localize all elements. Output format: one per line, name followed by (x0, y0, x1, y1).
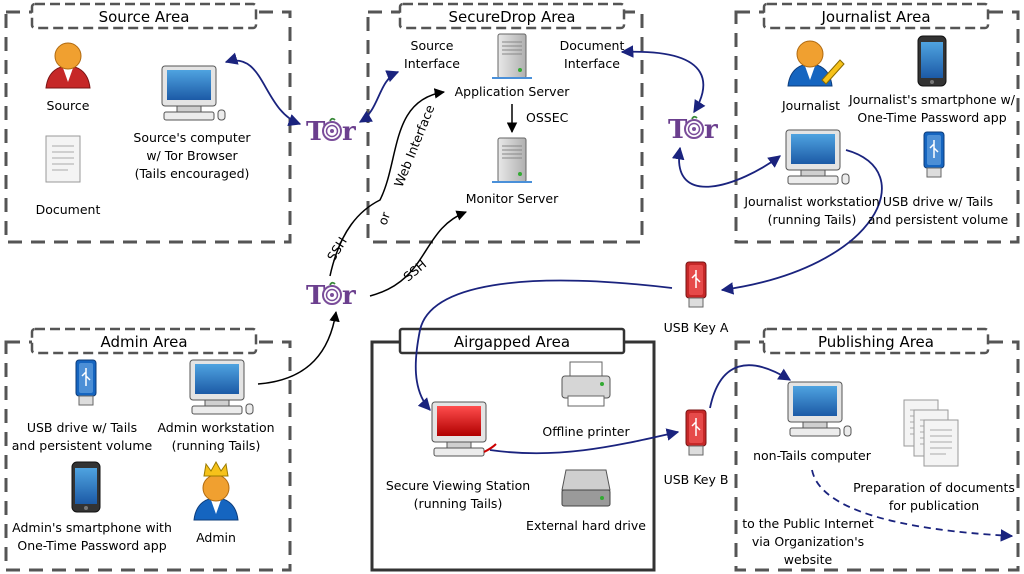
document-interface-label-1: Document (560, 38, 625, 53)
source-area-title: Source Area (99, 8, 190, 26)
document-icon (45, 135, 81, 183)
svs-label-2: (running Tails) (414, 496, 503, 511)
airgapped-area-title: Airgapped Area (454, 333, 570, 351)
admin-usb-label-1: USB drive w/ Tails (27, 420, 137, 435)
source-computer-label-3: (Tails encouraged) (135, 166, 250, 181)
usb-key-b-icon (685, 409, 707, 456)
application-server-icon (491, 33, 533, 79)
usb-key-a-icon (685, 261, 707, 308)
admin-smartphone-label-1: Admin's smartphone with (12, 520, 172, 535)
application-server-label: Application Server (455, 84, 571, 99)
tor-logo-icon-source (305, 116, 357, 148)
publishing-area-title: Publishing Area (818, 333, 934, 351)
preparation-label-1: Preparation of documents (853, 480, 1015, 495)
preparation-label-2: for publication (889, 498, 979, 513)
public-internet-label-2: via Organization's (752, 534, 864, 549)
journalist-usb-label-2: and persistent volume (868, 212, 1009, 227)
airgapped-area-box: Airgapped Area (370, 327, 656, 572)
secure-viewing-station-icon (431, 401, 497, 457)
external-hard-drive-label: External hard drive (526, 518, 646, 533)
monitor-server-label: Monitor Server (466, 191, 559, 206)
admin-person-icon (193, 460, 239, 521)
offline-printer-label: Offline printer (542, 424, 630, 439)
admin-workstation-label-2: (running Tails) (172, 438, 261, 453)
printer-icon (561, 361, 611, 407)
source-area-box: Source Area (4, 2, 292, 244)
document-label: Document (36, 202, 101, 217)
usb-key-a-label: USB Key A (664, 320, 729, 335)
source-interface-label-1: Source (411, 38, 454, 53)
admin-workstation-label-1: Admin workstation (157, 420, 274, 435)
document-interface-label-2: Interface (564, 56, 620, 71)
source-person-icon (45, 42, 91, 89)
securedrop-area-box: SecureDrop Area (366, 2, 644, 244)
monitor-server-icon (491, 137, 533, 183)
source-interface-label-2: Interface (404, 56, 460, 71)
arrow-usb-key-b-publishing (709, 364, 792, 409)
source-label: Source (47, 98, 90, 113)
journalist-label: Journalist (781, 98, 840, 113)
svs-label-1: Secure Viewing Station (386, 478, 530, 493)
arrow-tor-source-interface (358, 70, 400, 123)
arrow-svs-usb-key-b (489, 428, 680, 455)
arrow-admin-workstation-tor (257, 310, 340, 385)
arrow-document-interface-tor (620, 45, 706, 114)
journalist-smartphone-icon (917, 35, 947, 87)
securedrop-area-title: SecureDrop Area (449, 8, 576, 26)
public-internet-label-3: website (784, 552, 833, 567)
journalist-usb-drive-icon (923, 131, 945, 178)
hard-drive-icon (561, 469, 611, 507)
journalist-smartphone-label-1: Journalist's smartphone w/ (848, 92, 1016, 107)
admin-workstation-icon (189, 359, 254, 415)
journalist-area-title: Journalist Area (820, 8, 930, 26)
arrow-tor-monitor-server (369, 210, 467, 297)
arrow-workstation-usb-key-a (720, 149, 883, 295)
ssh-label-2: SSH (400, 257, 429, 285)
non-tails-computer-icon (787, 381, 852, 437)
journalist-workstation-label-1: Journalist workstation (743, 194, 879, 209)
journalist-area-box: Journalist Area (734, 2, 1020, 244)
arrow-tor-journalist-workstation (671, 146, 782, 188)
arrow-source-computer-tor (224, 52, 302, 126)
journalist-person-icon (787, 40, 845, 87)
ssh-label-1: SSH (324, 234, 350, 263)
journalist-workstation-label-2: (running Tails) (768, 212, 857, 227)
usb-key-b-label: USB Key B (664, 472, 729, 487)
admin-smartphone-icon (71, 461, 101, 513)
journalist-smartphone-label-2: One-Time Password app (857, 110, 1006, 125)
papers-icon (903, 399, 959, 467)
source-computer-label-2: w/ Tor Browser (146, 148, 238, 163)
admin-usb-drive-icon (75, 359, 97, 406)
admin-area-box: Admin Area (4, 327, 292, 572)
or-label: or (375, 209, 394, 227)
source-computer-label-1: Source's computer (133, 130, 251, 145)
public-internet-label-1: to the Public Internet (742, 516, 874, 531)
ossec-label: OSSEC (526, 110, 569, 125)
non-tails-computer-label: non-Tails computer (753, 448, 872, 463)
source-computer-icon (161, 65, 226, 121)
web-interface-label: Web Interface (391, 102, 438, 189)
journalist-usb-label-1: USB drive w/ Tails (883, 194, 993, 209)
publishing-area-box: Publishing Area (734, 327, 1020, 572)
arrow-tor-application-server (329, 88, 446, 277)
admin-usb-label-2: and persistent volume (12, 438, 153, 453)
connections (224, 45, 1014, 542)
tor-logo-icon-journalist (667, 114, 719, 146)
arrow-to-public-internet (811, 469, 1014, 542)
admin-smartphone-label-2: One-Time Password app (17, 538, 166, 553)
journalist-workstation-icon (785, 129, 850, 185)
admin-label: Admin (196, 530, 236, 545)
tor-logo-icon-admin (305, 280, 357, 312)
admin-area-title: Admin Area (100, 333, 187, 351)
arrow-usb-key-a-svs (414, 279, 673, 411)
